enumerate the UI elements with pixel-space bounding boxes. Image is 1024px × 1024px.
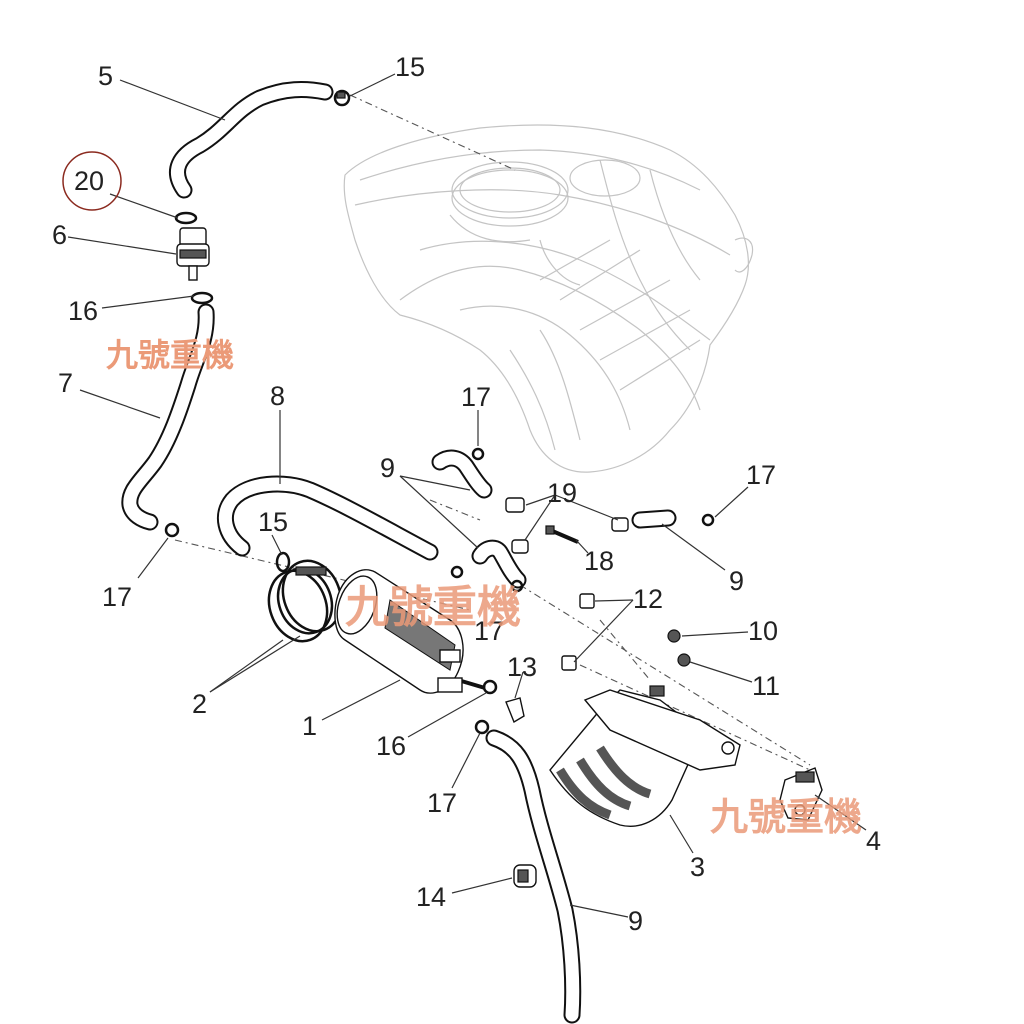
callout-19: 19 [547,478,577,508]
screw-18 [545,525,579,544]
callout-15: 15 [395,52,425,82]
callout-17: 17 [102,582,132,612]
fuel-tank [343,124,754,473]
callout-2: 2 [192,689,207,719]
bracket-3 [549,685,741,827]
callout-7: 7 [58,368,73,398]
callout-20: 20 [74,166,104,196]
hose-8 [216,475,439,561]
assembly-lines [174,94,811,771]
nut-10 [667,629,681,643]
elbow-13 [505,697,525,724]
callout-16: 16 [68,296,98,326]
nut-11 [677,653,691,667]
clamp-16-lower [482,679,498,695]
hose-9-lower [485,729,582,1024]
clip-14 [513,864,537,888]
callout-13: 13 [507,652,537,682]
callout-18: 18 [584,546,614,576]
callout-5: 5 [98,61,113,91]
hose-5 [169,81,334,199]
callout-17: 17 [427,788,457,818]
callout-4: 4 [866,826,881,856]
clamp-17-small [450,447,715,735]
callout-11: 11 [752,671,780,701]
callout-6: 6 [52,220,67,250]
callout-3: 3 [690,852,705,882]
callout-10: 10 [748,616,778,646]
callout-17: 17 [461,382,491,412]
callout-1: 1 [302,711,317,741]
leader-lines [67,73,867,918]
callout-12: 12 [633,584,663,614]
callout-17: 17 [746,460,776,490]
band-clamp-2 [267,559,343,643]
canister-1 [334,569,486,694]
watermarks: 九號重機 九號重機 九號重機 [106,336,862,839]
fitting-19 [505,497,629,554]
valve-6 [176,227,210,281]
callout-8: 8 [270,381,285,411]
callout-14: 14 [416,882,446,912]
bracket-4 [779,767,823,821]
clamp-15-lower [275,551,291,573]
callout-9: 9 [380,453,395,483]
callout-16: 16 [376,731,406,761]
clamp-20 [174,211,198,225]
hose-9-right [631,509,677,529]
clamp-16-top [190,291,214,305]
watermark-text: 九號重機 [710,795,862,839]
hose-9-upper [431,449,493,499]
watermark-text: 九號重機 [345,582,521,633]
bolt-12 [561,593,595,671]
callout-labels: 5 15 20 6 16 7 8 17 9 19 17 15 17 18 9 1… [52,52,881,936]
clamp-17-left [164,522,180,538]
callout-9: 9 [729,566,744,596]
callout-17: 17 [474,616,504,646]
hose-7 [121,303,215,531]
callout-15: 15 [258,507,288,537]
highlight-circle [62,151,122,211]
hose-9-middle [471,539,527,589]
watermark-text: 九號重機 [106,336,234,374]
clamp-15-top [333,89,351,107]
callout-9: 9 [628,906,643,936]
